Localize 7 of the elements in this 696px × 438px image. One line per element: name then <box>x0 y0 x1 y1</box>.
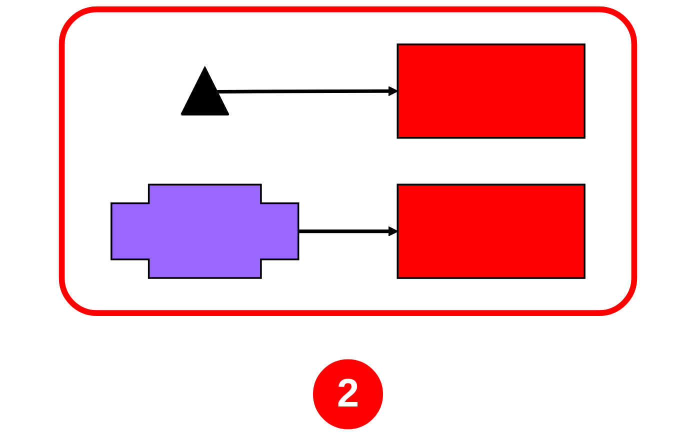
node-cross <box>110 184 300 279</box>
node-box <box>396 44 586 139</box>
arrow <box>217 86 398 96</box>
node-circle: 2 <box>313 359 383 430</box>
arrow <box>298 226 398 236</box>
node-box <box>396 184 586 279</box>
cluster <box>58 6 638 316</box>
